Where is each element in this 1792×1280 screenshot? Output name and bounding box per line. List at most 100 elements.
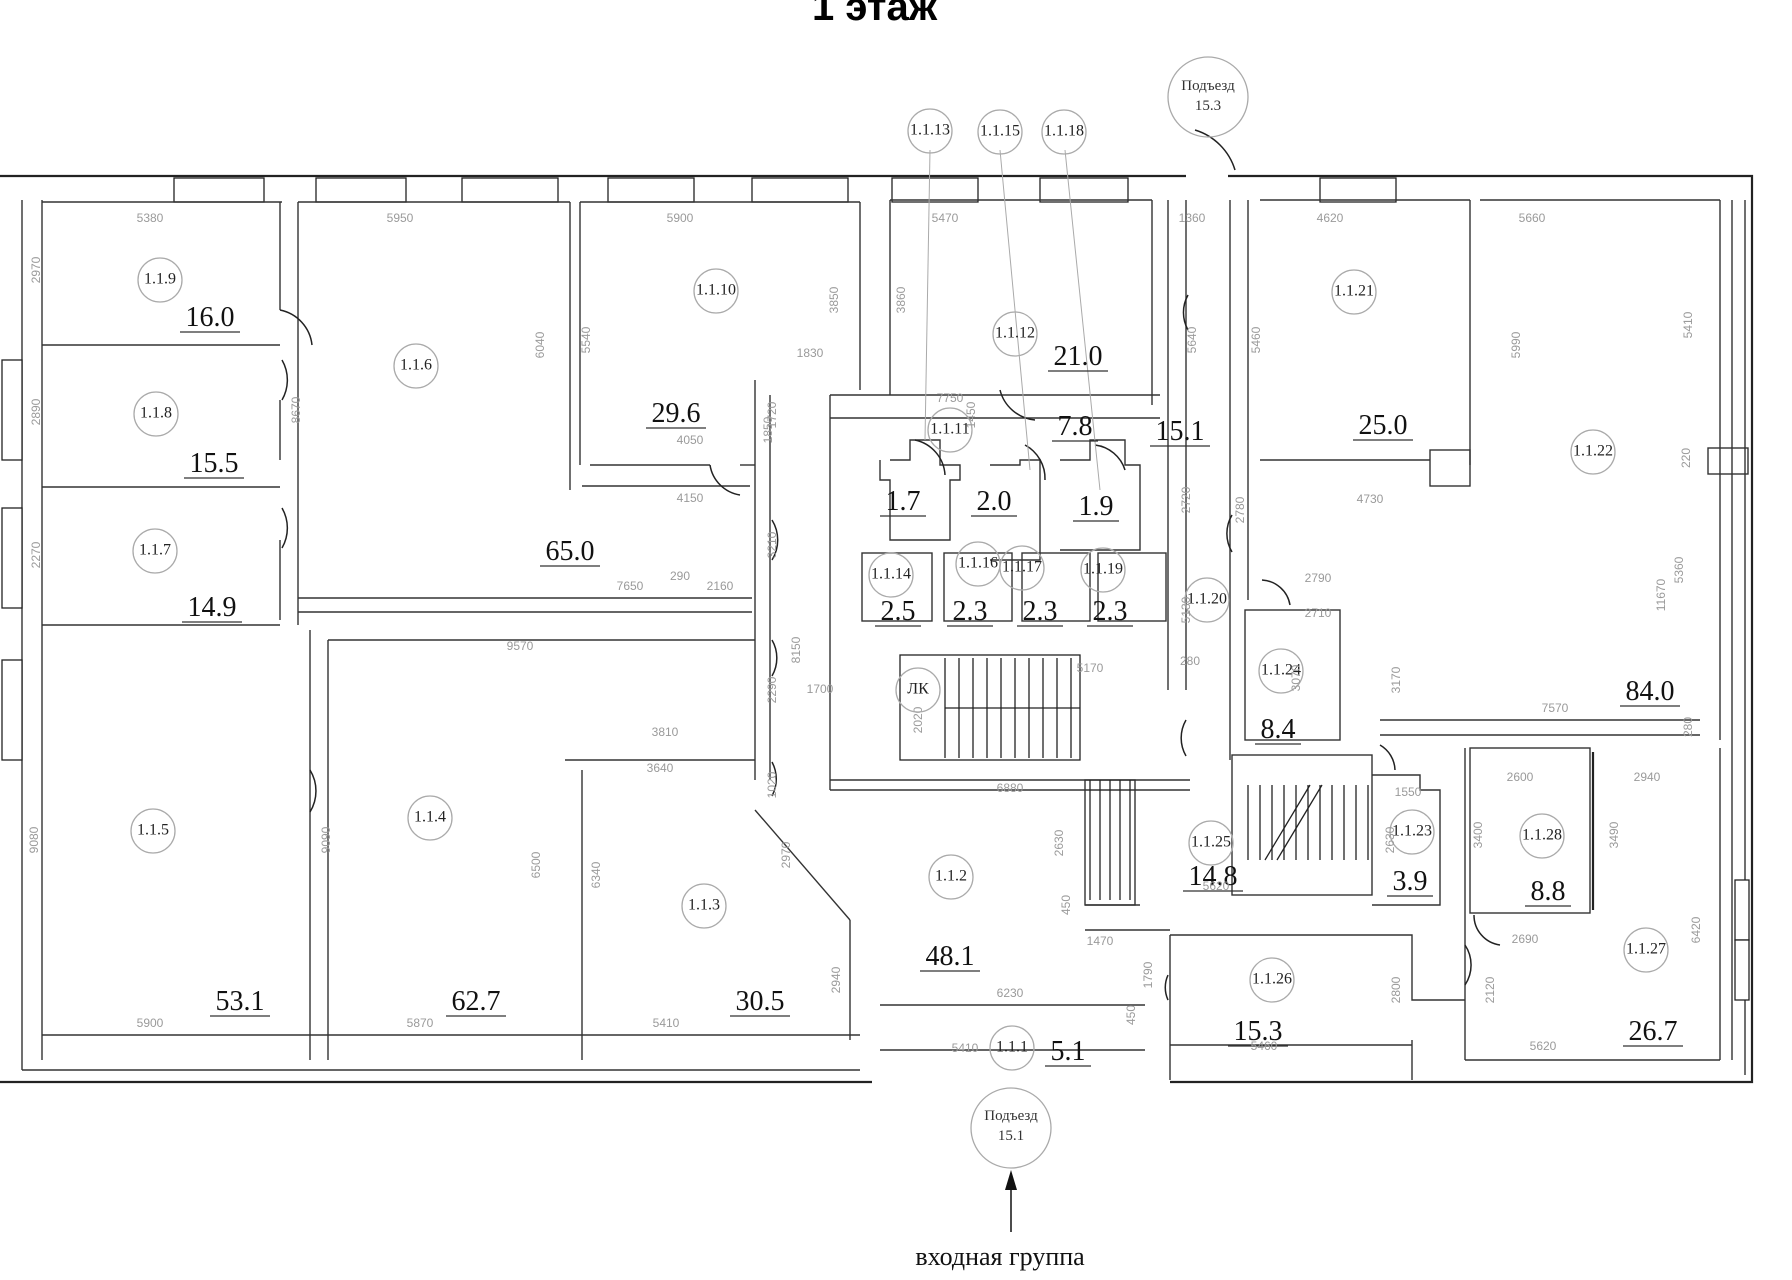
- dimension-label: 6880: [997, 781, 1024, 795]
- room-number: 1.1.1: [996, 1039, 1028, 1056]
- room-number: 1.1.14: [871, 566, 911, 583]
- dimension-label: 2270: [29, 541, 43, 568]
- room-marker: [999, 545, 1045, 591]
- dimension-label: 3640: [647, 761, 674, 775]
- room-number: 1.1.7: [139, 542, 171, 559]
- room-marker: [1041, 109, 1087, 155]
- dimension-label: 1550: [1395, 785, 1422, 799]
- room-area: 3.9: [1393, 866, 1428, 897]
- room-number: 1.1.16: [958, 555, 998, 572]
- stairs-secondary: [1247, 784, 1369, 861]
- dimension-label: 1790: [1141, 961, 1155, 988]
- windows-left: [1, 359, 23, 761]
- dimension-label: 2970: [29, 256, 43, 283]
- room-marker: [1184, 577, 1230, 623]
- room-marker: [1623, 927, 1669, 973]
- room-area: 2.3: [953, 596, 988, 627]
- room-number: 1.1.18: [1044, 123, 1084, 140]
- dimension-label: 6340: [589, 861, 603, 888]
- room-area: 62.7: [452, 986, 501, 1017]
- dimension-label: 2720: [1179, 486, 1193, 513]
- room-area: 5.1: [1051, 1036, 1086, 1067]
- room-marker: [137, 257, 183, 303]
- dimension-label: 1020: [765, 771, 779, 798]
- room-number: 1.1.17: [1002, 559, 1042, 576]
- dimension-label: 2160: [707, 579, 734, 593]
- dimension-label: 2690: [1512, 932, 1539, 946]
- interior-walls: [41, 199, 1749, 1080]
- room-number: 1.1.28: [1522, 827, 1562, 844]
- dimension-label: 5410: [653, 1016, 680, 1030]
- entrance-top-number: 15.3: [1195, 98, 1221, 114]
- dimension-label: 4620: [1317, 211, 1344, 225]
- room-area: 1.7: [886, 486, 921, 517]
- room-1-1-28: 1.1.28 8.8: [1519, 813, 1571, 907]
- dimension-label: 2970: [779, 841, 793, 868]
- room-area: 7.8: [1058, 411, 1093, 442]
- dimension-label: 1360: [1179, 211, 1206, 225]
- dimension-label: 5380: [137, 211, 164, 225]
- entrance-bottom-number: 15.1: [998, 1128, 1024, 1144]
- room-marker: [992, 311, 1038, 357]
- room-number: 1.1.20: [1187, 591, 1227, 608]
- room-area: 15.1: [1156, 416, 1205, 447]
- dimension-label: 3170: [1389, 666, 1403, 693]
- dimension-label: 5640: [1185, 326, 1199, 353]
- room-1-1-17: 1.1.17 2.3: [999, 545, 1063, 627]
- dimension-label: 3400: [1471, 821, 1485, 848]
- room-marker: [927, 407, 973, 453]
- dimension-label: 3210: [765, 531, 779, 558]
- room-1-1-24: 1.1.248.4: [1255, 648, 1304, 745]
- dimension-label: 2600: [1507, 770, 1534, 784]
- room-number: 1.1.26: [1252, 971, 1292, 988]
- room-number: 1.1.22: [1573, 443, 1613, 460]
- dimension-label: 5660: [1519, 211, 1546, 225]
- dimension-label: 2630: [1383, 826, 1397, 853]
- dimension-label: 5900: [137, 1016, 164, 1030]
- dimension-label: 3490: [1607, 821, 1621, 848]
- room-1-1-3: 1.1.330.5: [681, 883, 790, 1017]
- room-1-1-4: 1.1.4 62.7: [407, 795, 506, 1017]
- room-number: 1.1.3: [688, 897, 720, 914]
- room-number: 1.1.19: [1083, 561, 1123, 578]
- dimension-label: 6040: [533, 331, 547, 358]
- dimension-label: 290: [670, 569, 690, 583]
- room-area: 2.3: [1023, 596, 1058, 627]
- dimension-label: 5540: [579, 326, 593, 353]
- room-marker: [1331, 269, 1377, 315]
- room-marker: [1080, 547, 1126, 593]
- dimension-label: 2020: [911, 706, 925, 733]
- dimension-label: 3860: [894, 286, 908, 313]
- room-area: 15.3: [1234, 1016, 1283, 1047]
- room-marker: [133, 391, 179, 437]
- room-area: 25.0: [1359, 410, 1408, 441]
- room-area: 1.9: [1079, 491, 1114, 522]
- room-area: 8.8: [1531, 876, 1566, 907]
- room-1-1-15: 1.1.152.0: [971, 109, 1023, 517]
- room-area: 84.0: [1626, 676, 1675, 707]
- room-marker: [907, 108, 953, 154]
- room-1-1-2: 1.1.248.1: [920, 854, 980, 972]
- dimension-label: 8150: [789, 636, 803, 663]
- dimension-label: 6230: [997, 986, 1024, 1000]
- entrance-top-label: Подъезд: [1181, 78, 1235, 94]
- floor-title: 1 этаж: [812, 0, 938, 29]
- dimension-label: 3850: [827, 286, 841, 313]
- dimension-label: 1830: [797, 346, 824, 360]
- stairs-entrance: [1089, 780, 1131, 900]
- dimension-label: 450: [1059, 895, 1073, 915]
- room-area: 2.0: [977, 486, 1012, 517]
- room-area: 29.6: [652, 398, 701, 429]
- room-marker: [1258, 648, 1304, 694]
- room-number: 1.1.8: [140, 405, 172, 422]
- room-area: 15.5: [190, 448, 239, 479]
- room-marker: [928, 854, 974, 900]
- dimension-label: 2780: [1233, 496, 1247, 523]
- dimension-label: 2290: [765, 676, 779, 703]
- room-marker: [977, 109, 1023, 155]
- room-number: 1.1.4: [414, 809, 446, 826]
